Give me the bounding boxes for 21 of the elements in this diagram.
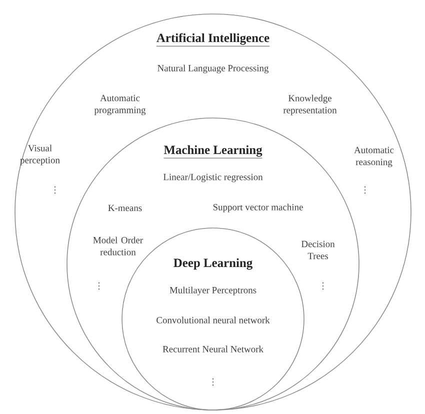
ellipsis-mark: ⋮ bbox=[322, 282, 324, 290]
topic-label: Automatic reasoning bbox=[354, 146, 394, 168]
topic-label: Decision Trees bbox=[301, 240, 335, 260]
region-title: Machine Learning bbox=[164, 145, 262, 158]
ellipsis-mark: ⋮ bbox=[364, 186, 366, 194]
topic-label: Natural Language Processing bbox=[158, 64, 269, 74]
topic-label: Multilayer Perceptrons bbox=[170, 286, 256, 296]
topic-label: Linear/Logistic regression bbox=[163, 174, 263, 182]
topic-label: Model Order reduction bbox=[93, 236, 143, 256]
topic-label: K-means bbox=[108, 204, 142, 212]
ellipsis-mark: ⋮ bbox=[98, 282, 100, 290]
ellipsis-mark: ⋮ bbox=[54, 186, 56, 194]
region-title: Deep Learning bbox=[174, 258, 252, 270]
topic-label: Visual perception bbox=[20, 144, 60, 166]
topic-label: Automatic programming bbox=[94, 94, 146, 116]
topic-label: Convolutional neural network bbox=[156, 316, 270, 324]
topic-label: Support vector machine bbox=[213, 204, 303, 212]
region-title: Artificial Intelligence bbox=[156, 33, 270, 46]
ellipsis-mark: ⋮ bbox=[212, 378, 214, 386]
topic-label: Recurrent Neural Network bbox=[162, 346, 264, 352]
topic-label: Knowledge representation bbox=[283, 94, 337, 116]
